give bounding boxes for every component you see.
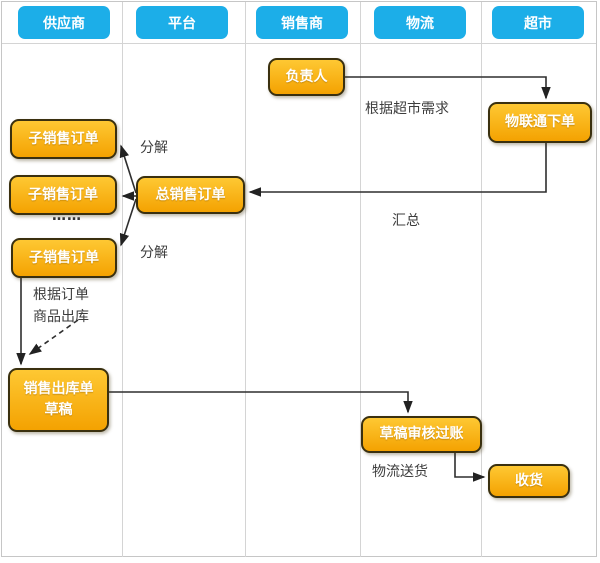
label-logistics-delivery: 物流送货 bbox=[372, 464, 428, 480]
node-person-in-charge: 负责人 bbox=[268, 58, 345, 96]
node-label: 收货 bbox=[515, 472, 543, 489]
edge-total-to-sub3 bbox=[119, 198, 137, 247]
label-ellipsis: …… bbox=[52, 208, 82, 224]
header-row-divider bbox=[2, 43, 596, 44]
node-label: 总销售订单 bbox=[155, 186, 226, 203]
node-total-sales-order: 总销售订单 bbox=[136, 176, 245, 214]
label-per-supermarket-demand: 根据超市需求 bbox=[365, 101, 449, 117]
label-per-order-line1: 根据订单 bbox=[33, 287, 89, 303]
node-label: 物联通下单 bbox=[505, 114, 575, 130]
node-sub-sales-order-3: 子销售订单 bbox=[11, 238, 117, 278]
node-label-line2: 草稿 bbox=[44, 402, 73, 418]
node-label: 子销售订单 bbox=[28, 130, 99, 147]
label-decompose-1: 分解 bbox=[140, 140, 168, 156]
node-label-line1: 销售出库单 bbox=[23, 381, 94, 397]
label-decompose-2: 分解 bbox=[140, 245, 168, 261]
node-label: 草稿审核过账 bbox=[379, 426, 464, 442]
lane-header-platform: 平台 bbox=[136, 6, 228, 39]
edge-audit-to-receive bbox=[454, 453, 486, 482]
label-per-order-outbound: 根据订单 商品出库 bbox=[33, 284, 89, 328]
node-draft-audit-posting: 草稿审核过账 bbox=[361, 416, 482, 453]
node-sub-sales-order-1: 子销售订单 bbox=[10, 119, 117, 159]
lane-divider bbox=[481, 2, 482, 557]
node-sub-sales-order-2: 子销售订单 bbox=[9, 175, 117, 215]
edge-perorder-dashed bbox=[28, 319, 79, 355]
node-receive-goods: 收货 bbox=[488, 464, 570, 498]
edge-iot-order-to-total-order bbox=[248, 143, 547, 197]
node-label: 子销售订单 bbox=[29, 249, 99, 266]
lane-divider bbox=[122, 2, 123, 557]
label-per-order-line2: 商品出库 bbox=[33, 309, 89, 325]
node-label: 子销售订单 bbox=[28, 186, 98, 203]
lane-header-supermarket: 超市 bbox=[492, 6, 584, 39]
node-label: 负责人 bbox=[285, 68, 328, 85]
lane-header-logistics: 物流 bbox=[374, 6, 466, 39]
lane-header-supplier: 供应商 bbox=[18, 6, 110, 39]
lane-divider bbox=[245, 2, 246, 557]
node-sales-outbound-draft: 销售出库单 草稿 bbox=[8, 368, 109, 432]
lane-divider bbox=[360, 2, 361, 557]
lane-header-seller: 销售商 bbox=[256, 6, 348, 39]
edge-draft-to-audit bbox=[109, 391, 413, 414]
edge-person-to-iot-order bbox=[345, 76, 551, 100]
edge-total-to-sub1 bbox=[119, 144, 137, 194]
node-iot-order: 物联通下单 bbox=[488, 102, 592, 143]
label-summarize: 汇总 bbox=[392, 213, 420, 229]
